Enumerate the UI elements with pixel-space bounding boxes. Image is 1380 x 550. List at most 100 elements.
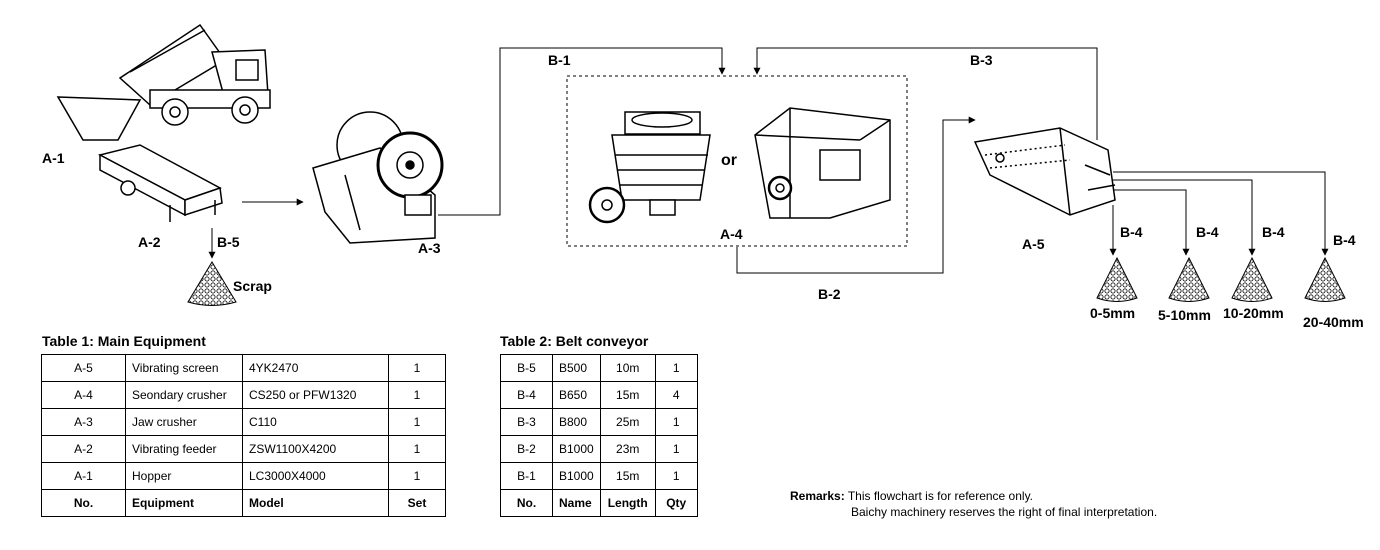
table-cell: Seondary crusher xyxy=(125,381,243,409)
scrap-pile-icon xyxy=(187,261,237,306)
table-header-cell: No. xyxy=(500,489,553,517)
label-b4-4: B-4 xyxy=(1333,232,1356,248)
table-header-cell: No. xyxy=(41,489,126,517)
table-cell: ZSW1100X4200 xyxy=(242,435,389,463)
table2-title: Table 2: Belt conveyor xyxy=(500,333,649,349)
vibrating-feeder-icon xyxy=(97,144,223,222)
label-b5: B-5 xyxy=(217,234,240,250)
table-row: A-3 Jaw crusher C110 1 xyxy=(41,408,446,436)
label-a5: A-5 xyxy=(1022,236,1045,252)
table-cell: A-5 xyxy=(41,354,126,382)
label-b4-1: B-4 xyxy=(1120,224,1143,240)
table-cell: B-1 xyxy=(500,462,553,490)
label-b4-3: B-4 xyxy=(1262,224,1285,240)
table-header-cell: Name xyxy=(552,489,601,517)
secondary-crusher-box xyxy=(566,75,908,247)
label-b1: B-1 xyxy=(548,52,571,68)
table-row: B-2 B1000 23m 1 xyxy=(500,435,698,463)
table-cell: B650 xyxy=(552,381,601,409)
table-cell: LC3000X4000 xyxy=(242,462,389,490)
table-row: A-5 Vibrating screen 4YK2470 1 xyxy=(41,354,446,382)
flow-line-b2 xyxy=(736,116,976,274)
table-header-cell: Length xyxy=(599,489,656,517)
table-cell: 25m xyxy=(599,408,656,436)
label-a3: A-3 xyxy=(418,240,441,256)
table-cell: Vibrating feeder xyxy=(125,435,243,463)
table-cell: B-3 xyxy=(500,408,553,436)
label-a1: A-1 xyxy=(42,150,65,166)
pile-5-10mm-icon xyxy=(1168,256,1210,302)
flow-line-b4-4 xyxy=(1113,171,1329,256)
table-cell: 10m xyxy=(599,354,656,382)
table-row: A-4 Seondary crusher CS250 or PFW1320 1 xyxy=(41,381,446,409)
table-cell: 4YK2470 xyxy=(242,354,389,382)
flow-line-b4-2 xyxy=(1113,189,1190,256)
table-row: B-4 B650 15m 4 xyxy=(500,381,698,409)
table-cell: 1 xyxy=(388,462,446,490)
hopper-truck-icon xyxy=(56,23,271,141)
table-cell: 1 xyxy=(388,435,446,463)
table-row: B-3 B800 25m 1 xyxy=(500,408,698,436)
table-cell: 1 xyxy=(388,408,446,436)
table-cell: Vibrating screen xyxy=(125,354,243,382)
label-a4: A-4 xyxy=(720,226,743,242)
table-header-row: No. Name Length Qty xyxy=(500,489,698,517)
remarks-line2: Baichy machinery reserves the right of f… xyxy=(851,505,1158,519)
table-cell: B800 xyxy=(552,408,601,436)
label-b2: B-2 xyxy=(818,286,841,302)
remarks-label: Remarks: xyxy=(790,489,845,503)
vibrating-screen-icon xyxy=(973,127,1116,216)
table-header-cell: Set xyxy=(388,489,446,517)
label-b3: B-3 xyxy=(970,52,993,68)
table-cell: 1 xyxy=(654,435,698,463)
table-cell: 4 xyxy=(654,381,698,409)
table-cell: 1 xyxy=(654,462,698,490)
label-scrap: Scrap xyxy=(233,278,272,294)
table-cell: 15m xyxy=(599,381,656,409)
table1-title: Table 1: Main Equipment xyxy=(42,333,206,349)
label-20-40mm: 20-40mm xyxy=(1303,314,1364,330)
label-a2: A-2 xyxy=(138,234,161,250)
belt-conveyor-table: B-5 B500 10m 1 B-4 B650 15m 4 B-3 B800 2… xyxy=(500,354,698,517)
table-cell: B-4 xyxy=(500,381,553,409)
flow-line-b4-3 xyxy=(1113,179,1256,256)
table-cell: B-2 xyxy=(500,435,553,463)
table-cell: A-1 xyxy=(41,462,126,490)
material-piles xyxy=(187,256,1346,306)
jaw-crusher-icon xyxy=(312,111,444,244)
table-cell: 23m xyxy=(599,435,656,463)
table-cell: 1 xyxy=(388,354,446,382)
cone-crusher-icon xyxy=(588,111,711,224)
table-cell: 15m xyxy=(599,462,656,490)
label-or: or xyxy=(721,152,737,169)
remarks-line1: This flowchart is for reference only. xyxy=(847,489,1034,503)
table-cell: B1000 xyxy=(552,435,601,463)
main-equipment-table: A-5 Vibrating screen 4YK2470 1 A-4 Seond… xyxy=(41,354,446,517)
table-header-cell: Qty xyxy=(654,489,698,517)
label-5-10mm: 5-10mm xyxy=(1158,307,1211,323)
table-cell: A-4 xyxy=(41,381,126,409)
flow-line-b1 xyxy=(438,47,726,216)
flow-line-b3 xyxy=(753,47,1098,140)
table-row: B-1 B1000 15m 1 xyxy=(500,462,698,490)
table-cell: CS250 or PFW1320 xyxy=(242,381,389,409)
table-header-cell: Equipment xyxy=(125,489,243,517)
table-row: A-2 Vibrating feeder ZSW1100X4200 1 xyxy=(41,435,446,463)
table-cell: A-2 xyxy=(41,435,126,463)
label-0-5mm: 0-5mm xyxy=(1090,305,1136,321)
table-cell: B1000 xyxy=(552,462,601,490)
table-cell: Jaw crusher xyxy=(125,408,243,436)
table-cell: A-3 xyxy=(41,408,126,436)
table-row: A-1 Hopper LC3000X4000 1 xyxy=(41,462,446,490)
pile-0-5mm-icon xyxy=(1096,256,1138,302)
pile-20-40mm-icon xyxy=(1304,256,1346,302)
table-row: B-5 B500 10m 1 xyxy=(500,354,698,382)
flow-lines xyxy=(208,47,1329,274)
table-cell: Hopper xyxy=(125,462,243,490)
table-cell: B-5 xyxy=(500,354,553,382)
table-cell: 1 xyxy=(654,408,698,436)
table-cell: 1 xyxy=(388,381,446,409)
table-cell: 1 xyxy=(654,354,698,382)
pile-10-20mm-icon xyxy=(1231,256,1273,302)
